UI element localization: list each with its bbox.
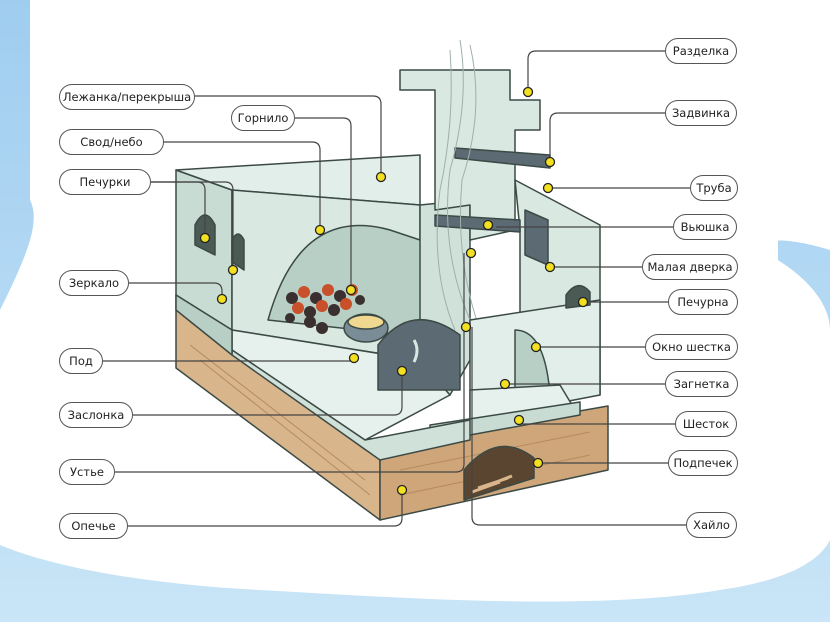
dot-podpechek	[532, 457, 544, 469]
label-razdelka: Разделка	[665, 38, 737, 64]
label-pechurna: Печурна	[668, 289, 738, 315]
dot-zerkalo	[216, 293, 228, 305]
label-ustie: Устье	[59, 459, 115, 485]
dot-vyushka	[482, 219, 494, 231]
dot-truba	[542, 182, 554, 194]
label-zaslonka: Заслонка	[59, 402, 133, 428]
label-zadvizhka: Задвинка	[665, 100, 737, 126]
pechurka-left2	[231, 233, 245, 271]
label-gornilo: Горнило	[231, 105, 295, 131]
label-shestok: Шесток	[675, 411, 737, 437]
zadvizhka-plate	[454, 147, 551, 169]
leader-lines	[103, 50, 690, 527]
label-lezhanka: Лежанка/перекрыша	[59, 84, 195, 110]
dot-zaslonka	[396, 365, 408, 377]
label-zerkalo: Зеркало	[59, 270, 129, 296]
embers	[285, 284, 365, 334]
label-khaylo: Хайло	[686, 512, 737, 538]
label-truba: Труба	[690, 175, 738, 201]
malaya-dverka-plate	[524, 209, 549, 266]
callout-dots	[199, 86, 589, 496]
label-pod: Под	[59, 348, 103, 374]
dot-openie	[396, 484, 408, 496]
dot-zadvizhka	[544, 156, 556, 168]
dot-pod	[348, 352, 360, 364]
label-vyushka: Вьюшка	[673, 214, 737, 240]
dot-okno-shestka	[530, 341, 542, 353]
dot-lezhanka	[375, 171, 387, 183]
dot-razdelka	[522, 86, 534, 98]
stove-illustration	[175, 39, 609, 521]
dot-pechurna	[577, 296, 589, 308]
dot-shestok	[513, 414, 525, 426]
label-svod: Свод/небо	[59, 129, 164, 155]
label-pechurki: Печурки	[59, 169, 151, 195]
dot-zagnetka	[499, 378, 511, 390]
dot-ustie	[465, 247, 477, 259]
dot-malaya-dverka	[544, 261, 556, 273]
dot-gornilo	[345, 284, 357, 296]
dot-pechurki-2	[199, 232, 211, 244]
dot-pechurki-1	[227, 264, 239, 276]
label-zagnetka: Загнетка	[665, 371, 738, 397]
dot-svod	[314, 224, 326, 236]
label-openie: Опечье	[59, 513, 128, 539]
label-malaya-dverka: Малая дверка	[642, 254, 738, 280]
dot-khaylo	[460, 321, 472, 333]
label-podpechek: Подпечек	[668, 450, 738, 476]
label-okno-shestka: Окно шестка	[645, 334, 738, 360]
vyushka-plate	[434, 214, 521, 233]
